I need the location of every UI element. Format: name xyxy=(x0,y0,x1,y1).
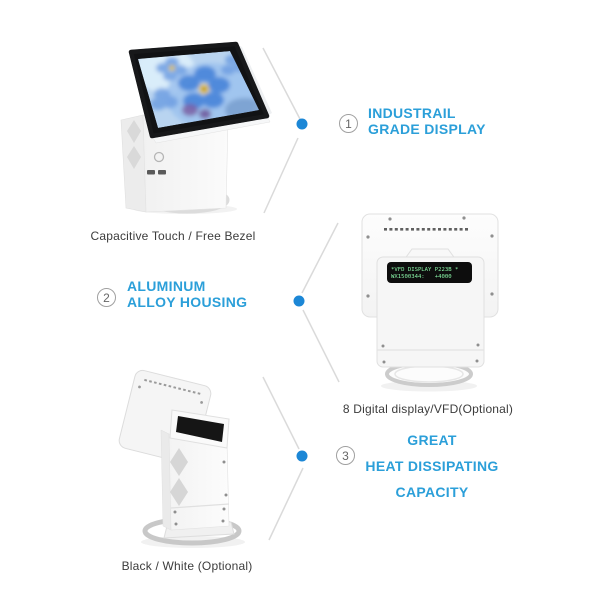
vfd-text: *VFD DISPLAY P223B * WX1500344: +4000 xyxy=(391,267,458,280)
caption-vfd-optional: 8 Digital display/VFD(Optional) xyxy=(342,402,514,416)
badge-1: 1 xyxy=(339,114,358,133)
feature-1-line-1: INDUSTRAIL xyxy=(368,105,456,121)
feature-1-heading: INDUSTRAIL GRADE DISPLAY xyxy=(368,105,486,137)
feature-2-heading: ALUMINUM ALLOY HOUSING xyxy=(127,278,248,310)
usb-ports xyxy=(147,170,166,175)
rear-display-window xyxy=(176,416,224,442)
blue-dot-3 xyxy=(296,450,308,462)
connector-dots xyxy=(293,118,308,462)
rear-column xyxy=(376,256,485,368)
diamond-vents xyxy=(170,448,188,506)
screws xyxy=(173,460,228,526)
feature-2-line-2: ALLOY HOUSING xyxy=(127,293,248,310)
feature-2-line-1: ALUMINUM xyxy=(127,278,206,294)
feature-3-line-2: HEAT DISSIPATING xyxy=(365,458,499,474)
vfd-display xyxy=(387,262,472,283)
product-photo-vfd-rear: *VFD DISPLAY P223B * WX1500344: +4000 xyxy=(361,213,499,392)
caption-capacitive-touch: Capacitive Touch / Free Bezel xyxy=(90,229,256,243)
badge-3: 3 xyxy=(336,446,355,465)
feature-3-heading: GREAT HEAT DISSIPATING CAPACITY xyxy=(352,427,512,505)
product-photo-rear-stand xyxy=(118,369,245,548)
speaker-grille xyxy=(127,120,141,169)
badge-2: 2 xyxy=(97,288,116,307)
vfd-line-1: *VFD DISPLAY P223B * xyxy=(391,267,458,273)
column-screws xyxy=(381,343,480,364)
caption-black-white: Black / White (Optional) xyxy=(121,559,253,573)
feature-3-line-3: CAPACITY xyxy=(395,484,469,500)
feature-3-line-1: GREAT xyxy=(407,432,457,448)
product-photo-touch-terminal xyxy=(120,41,272,214)
screen-bezel-ring xyxy=(128,41,270,139)
blue-dot-1 xyxy=(296,118,308,130)
vfd-line-2: WX1500344: +4000 xyxy=(391,274,452,280)
main-flower-petals xyxy=(178,66,230,109)
power-button xyxy=(153,151,165,163)
connector-lines xyxy=(262,47,340,541)
screws xyxy=(366,216,494,298)
back-cover-seam xyxy=(170,503,230,509)
blue-dot-2 xyxy=(293,295,305,307)
feature-1-line-2: GRADE DISPLAY xyxy=(368,120,486,137)
slab-vent-row xyxy=(144,378,201,395)
vent-row xyxy=(384,228,468,231)
